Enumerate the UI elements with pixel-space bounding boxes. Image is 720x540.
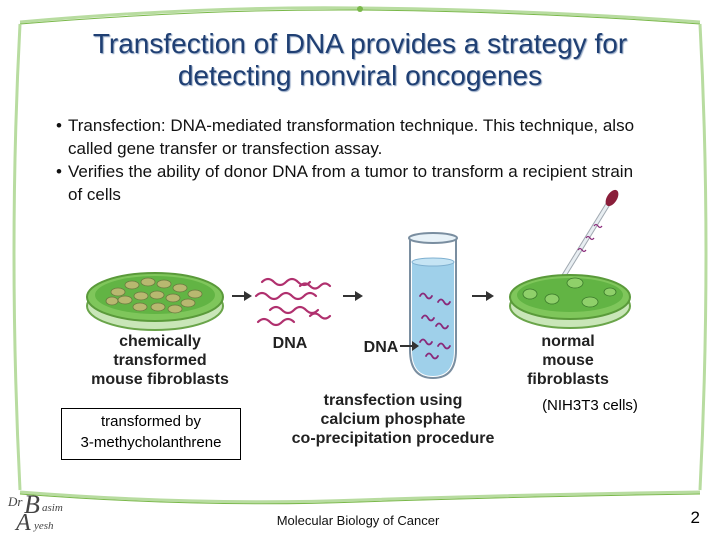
right-dish-icon (509, 274, 631, 329)
label-line: normal (541, 333, 595, 350)
left-dish-icon (86, 272, 224, 331)
frame-ornament (357, 6, 363, 12)
arrow-icon (343, 291, 363, 301)
arrow-icon (400, 341, 419, 351)
footer-course-title: Molecular Biology of Cancer (276, 513, 440, 528)
boxed-note-line: transformed by (100, 413, 202, 430)
label-line: fibroblasts (527, 371, 609, 388)
logo-asim: asim (42, 502, 63, 514)
logo-a: A (16, 510, 31, 536)
label-dna-tube: DNA (363, 339, 399, 356)
label-line: chemically (119, 333, 201, 350)
author-logo: Dr B asim A yesh (8, 490, 68, 536)
label-line: transfection using (323, 392, 463, 409)
bullet-text: Verifies the ability of donor DNA from a… (68, 162, 634, 204)
arrow-icon (232, 291, 252, 301)
logo-b: B (24, 490, 40, 519)
label-transfection-procedure: transfection using calcium phosphate co-… (278, 391, 508, 448)
title-line-2: detecting nonviral oncogenes (177, 60, 543, 91)
frame-bottom-curve (19, 490, 701, 504)
frame-right-curve (698, 23, 708, 491)
pipette-icon (557, 189, 619, 284)
label-line: transformed (113, 352, 207, 369)
label-dna-strands: DNA (272, 335, 308, 352)
boxed-note-line: 3-methycholanthrene (80, 434, 222, 451)
frame-bottom-curve-dark (19, 493, 701, 505)
title-line-1: Transfection of DNA provides a strategy … (92, 28, 628, 59)
label-line: calcium phosphate (320, 411, 466, 428)
arrow-icon (472, 291, 494, 301)
slide-title: Transfection of DNA provides a strategy … (10, 28, 710, 92)
bullet-list: Transfection: DNA-mediated transformatio… (56, 114, 636, 206)
label-line: co-precipitation procedure (291, 430, 495, 447)
logo-yesh: yesh (34, 520, 54, 532)
test-tube-icon (408, 232, 458, 380)
frame-left-curve (12, 23, 22, 491)
dna-strands-icon (254, 277, 332, 327)
boxed-note: transformed by 3-methycholanthrene (61, 408, 241, 460)
page-number: 2 (690, 508, 700, 527)
label-line: mouse fibroblasts (91, 371, 229, 388)
bullet-item-verifies: Verifies the ability of donor DNA from a… (56, 160, 636, 206)
bullet-text: : DNA-mediated transformation technique.… (68, 116, 635, 158)
nih3t3-note: (NIH3T3 cells) (542, 397, 638, 414)
label-chemically-transformed: chemically transformed mouse fibroblasts (62, 332, 258, 389)
label-normal-fibroblasts: normal mouse fibroblasts (510, 332, 626, 389)
label-line: mouse (542, 352, 594, 369)
bullet-term: Transfection (68, 116, 161, 135)
bullet-item-transfection: Transfection: DNA-mediated transformatio… (56, 114, 636, 160)
logo-dr: Dr (8, 494, 23, 509)
